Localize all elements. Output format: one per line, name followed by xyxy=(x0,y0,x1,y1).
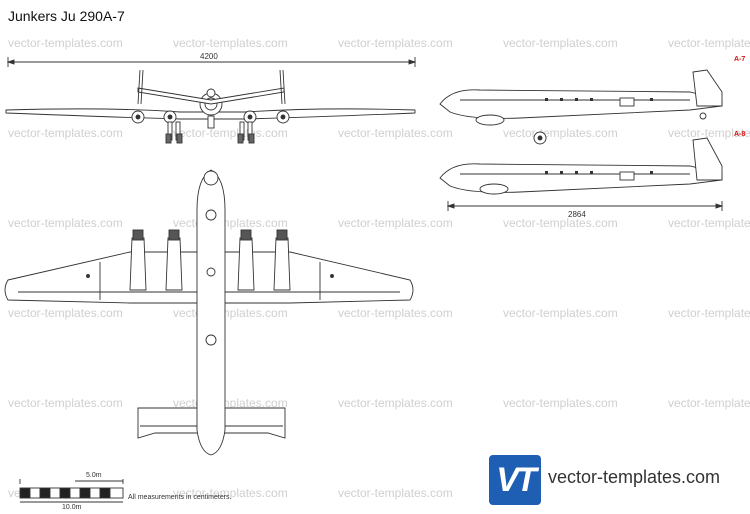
scale-lower-label: 10.0m xyxy=(62,504,82,511)
measurement-note: All measurements in centimeters. xyxy=(128,494,232,501)
scale-upper-label: 5.0m xyxy=(86,472,102,479)
top-view xyxy=(4,169,414,456)
side-view-a7 xyxy=(439,69,723,145)
length-label: 2864 xyxy=(568,210,586,219)
wingspan-dimension-line xyxy=(6,57,417,67)
side-view-a8 xyxy=(439,137,723,195)
page-title: Junkers Ju 290A-7 xyxy=(8,8,125,24)
wingspan-label: 4200 xyxy=(200,52,218,61)
brand-website: vector-templates.com xyxy=(548,467,721,487)
scale-bar xyxy=(19,479,124,503)
variant-label-bottom: A-8 xyxy=(734,131,746,138)
variant-label-top: A-7 xyxy=(734,56,746,63)
front-view xyxy=(5,69,416,144)
brand-logo: VT xyxy=(489,455,541,505)
length-dimension-line xyxy=(446,201,724,211)
